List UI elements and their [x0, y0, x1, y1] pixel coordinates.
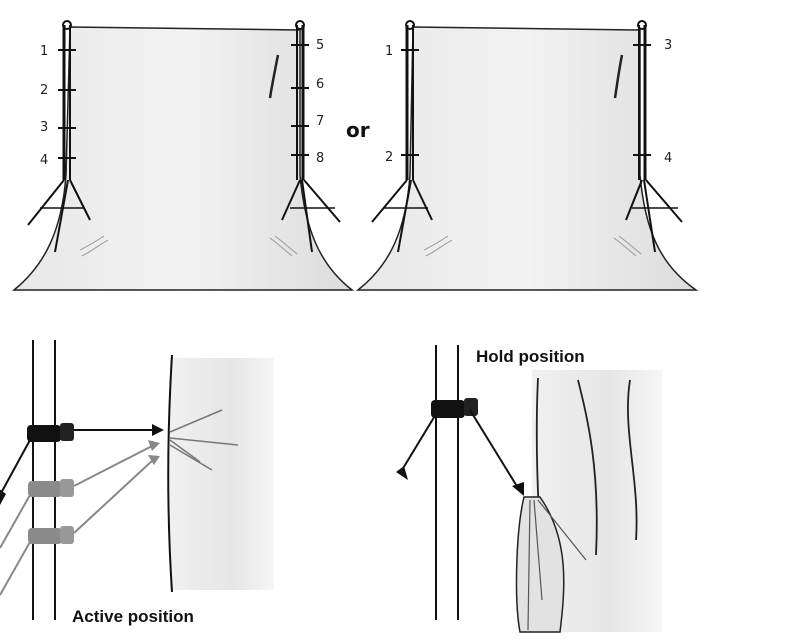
active-position-illustration: Active position — [0, 340, 274, 626]
fold-mark — [613, 54, 624, 99]
clip-markers — [58, 44, 309, 159]
backdrop-stand-right-panel: 1 2 3 4 — [355, 20, 699, 291]
clamp-hold — [396, 398, 524, 496]
fabric-edge — [167, 354, 173, 593]
stand-pole — [435, 345, 459, 620]
stand-label-3: 3 — [664, 38, 672, 53]
clamp-active — [0, 423, 164, 505]
stand-label-8: 8 — [316, 151, 324, 166]
stand-pole — [32, 340, 56, 620]
stand-label-2: 2 — [40, 83, 48, 98]
fold-mark — [268, 54, 280, 99]
stand-label-6: 6 — [316, 77, 324, 92]
hold-position-caption: Hold position — [476, 347, 585, 366]
hold-position-illustration: Hold position — [396, 345, 662, 633]
backdrop-stand-left-panel: 1 2 3 4 5 6 7 8 — [11, 20, 355, 291]
clamp-ghosts — [0, 440, 160, 596]
clip-markers — [401, 44, 651, 156]
stand-label-1: 1 — [40, 44, 48, 59]
backdrop-fabric — [170, 358, 274, 590]
fold-lines — [423, 235, 642, 257]
stand-label-4: 4 — [664, 151, 672, 166]
stand-label-1: 1 — [385, 44, 393, 59]
or-separator: or — [346, 118, 370, 142]
stand-label-4: 4 — [40, 153, 48, 168]
backdrop-cloth — [11, 26, 355, 291]
stand-label-3: 3 — [40, 120, 48, 135]
fold-lines — [79, 235, 298, 257]
fabric-gather — [169, 409, 239, 471]
stand-label-2: 2 — [385, 150, 393, 165]
stand-label-5: 5 — [316, 38, 324, 53]
active-position-caption: Active position — [72, 607, 194, 626]
stand-label-7: 7 — [316, 114, 324, 129]
gathered-fabric — [515, 496, 587, 633]
